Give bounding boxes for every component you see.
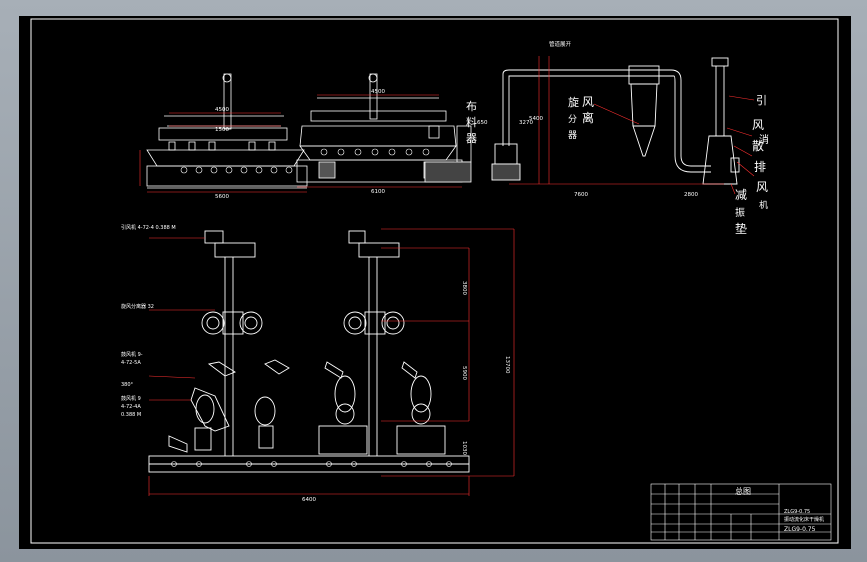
dim-plan-seg-a: 3800 — [461, 281, 467, 295]
title-block-no-top: ZLG9-0.75 — [784, 509, 810, 515]
label-cyclone-overlay-1: 风 — [582, 95, 594, 109]
dims-plan — [148, 228, 515, 496]
leader-cyclone — [593, 103, 640, 125]
label-cyclone-3: 器 — [568, 130, 577, 141]
label-cloth-bag-2: 料 — [466, 115, 477, 129]
label-fan-1: 引 — [756, 93, 767, 107]
label-cyclone-overlay-2: 离 — [582, 110, 594, 125]
dim-top-left-a: 4500 — [215, 107, 229, 113]
label-cyclone-2: 分 — [568, 114, 577, 125]
callout-8: 0.388 M — [121, 412, 141, 418]
dims-middle — [297, 94, 462, 188]
callout-7: 4-72-4A — [121, 404, 141, 410]
dim-side-height-b: 5400 — [529, 116, 543, 122]
label-exhaust-2: 排 — [754, 160, 766, 174]
callout-3: 鼓风机 9- — [121, 351, 143, 358]
cad-drawing: 4500 1500 5600 — [30, 18, 839, 544]
cloth-bag-filter — [424, 125, 472, 183]
callout-1: 引风机 4-72-4 0.388 M — [121, 224, 176, 231]
title-block-title: 总图 — [735, 486, 751, 496]
label-fan-2: 风 — [752, 118, 764, 132]
callout-5: 380° — [121, 382, 134, 388]
dim-top-left-b: 1500 — [215, 127, 229, 133]
side-elevation — [491, 57, 740, 185]
label-damping-2: 振 — [735, 206, 745, 219]
callout-2: 旋风分离器 32 — [121, 303, 154, 310]
title-block-no: ZLG9-0.75 — [784, 526, 816, 533]
label-fan-3: 机 — [759, 199, 768, 211]
dim-plan-seg-c: 1030 — [461, 441, 467, 455]
label-silencer-1: 消 — [759, 133, 769, 146]
dim-side-width: 7600 — [574, 192, 588, 198]
frame-border — [30, 18, 839, 544]
dims-left — [139, 112, 307, 193]
dim-top-mid-a: 4500 — [371, 89, 385, 95]
dim-plan-total: 6400 — [302, 497, 316, 503]
dim-top-left-base: 5600 — [215, 194, 229, 200]
label-exhaust-3: 风 — [756, 180, 768, 194]
dim-top-mid-base: 6100 — [371, 189, 385, 195]
leaders-right — [726, 95, 755, 195]
label-damping-3: 垫 — [735, 221, 747, 236]
label-damping-1: 减 — [735, 188, 747, 202]
label-pipe-note: 管道展开 — [549, 40, 572, 48]
dims-side — [509, 56, 724, 185]
title-block-desc: 振动流化床干燥机 — [784, 516, 824, 523]
dim-side-right: 2800 — [684, 192, 698, 198]
label-exhaust-1: 散 — [752, 138, 764, 153]
dim-plan-seg-b: 5900 — [461, 366, 467, 380]
dim-side-small: 650 — [477, 120, 488, 126]
dim-side-height-a: 3270 — [519, 120, 533, 126]
plan-view — [148, 230, 470, 473]
title-block — [650, 483, 832, 541]
callout-4: 4-72-5A — [121, 360, 141, 366]
label-cloth-bag-1: 布 — [466, 100, 477, 113]
callout-6: 鼓风机 9 — [121, 395, 141, 402]
dim-plan-height: 13700 — [504, 356, 510, 374]
drawing-sheet: 4500 1500 5600 — [19, 16, 851, 549]
label-cyclone-1: 旋 — [568, 95, 579, 109]
label-cloth-bag-3: 器 — [466, 132, 477, 145]
